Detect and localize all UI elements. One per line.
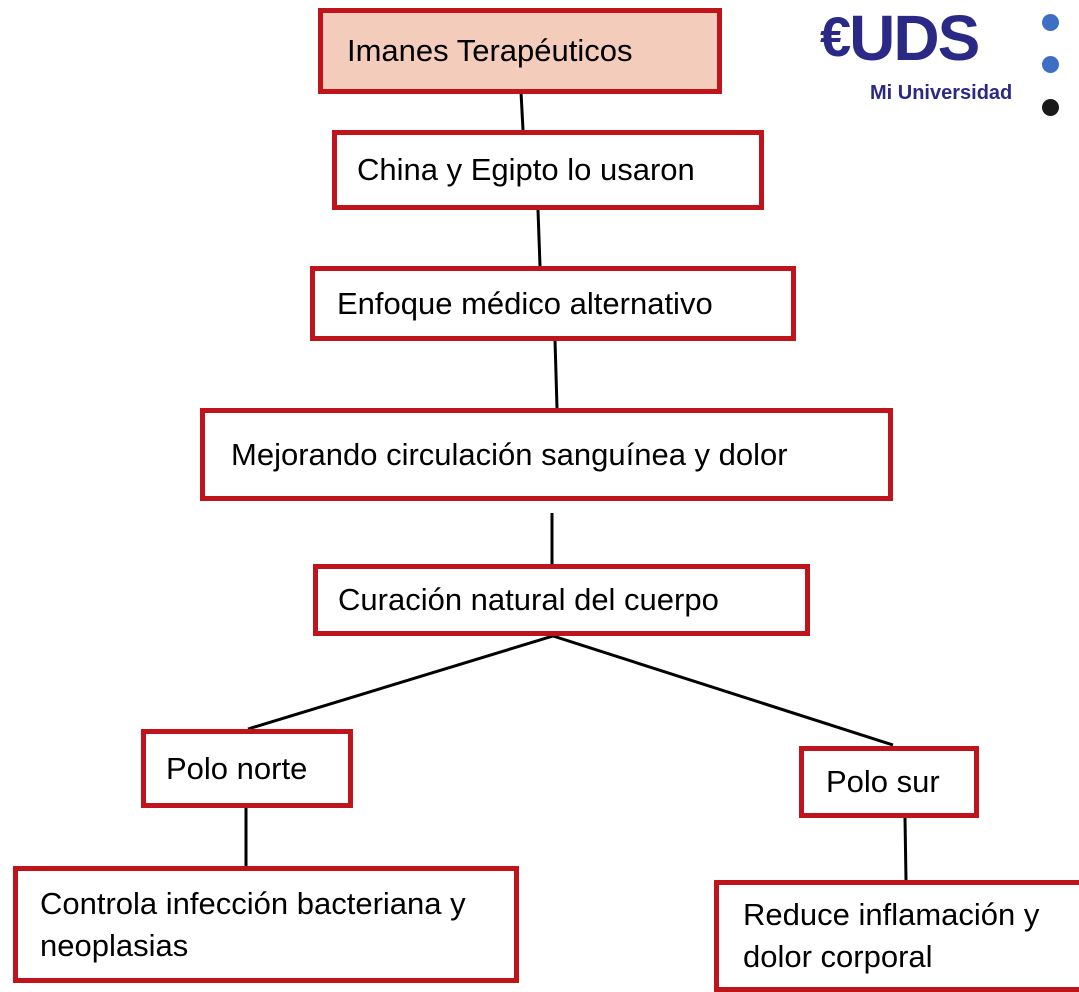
edge-title-n1 bbox=[519, 91, 525, 131]
node-china-egipto: China y Egipto lo usaron bbox=[332, 130, 764, 210]
logo-dot-bottom-icon bbox=[1042, 99, 1059, 116]
logo-dot-middle-icon bbox=[1042, 56, 1059, 73]
node-label: Curación natural del cuerpo bbox=[338, 582, 719, 618]
node-polo-sur-effect: Reduce inflamación y dolor corporal bbox=[714, 880, 1079, 992]
edge-n6-n8 bbox=[903, 817, 908, 881]
logo-mark-icon: € bbox=[820, 5, 851, 68]
node-label: Reduce inflamación y dolor corporal bbox=[743, 897, 1040, 974]
logo-tagline: Mi Universidad bbox=[870, 82, 1013, 104]
node-label: China y Egipto lo usaron bbox=[357, 152, 695, 188]
edge-n1-n2 bbox=[536, 209, 542, 267]
edge-n2-n3 bbox=[553, 339, 559, 409]
logo-wordmark: €UDS bbox=[820, 2, 980, 74]
node-polo-norte: Polo norte bbox=[141, 729, 353, 808]
node-label: Polo norte bbox=[166, 750, 308, 786]
title-node: Imanes Terapéuticos bbox=[318, 8, 722, 94]
node-label: Enfoque médico alternativo bbox=[337, 285, 713, 321]
node-curacion: Curación natural del cuerpo bbox=[313, 564, 810, 636]
node-label: Polo sur bbox=[826, 764, 940, 800]
node-enfoque-medico: Enfoque médico alternativo bbox=[310, 266, 796, 341]
edge-n4-n6 bbox=[552, 634, 894, 747]
logo-dot-top-icon bbox=[1042, 14, 1059, 31]
title-node-label: Imanes Terapéuticos bbox=[347, 33, 633, 69]
node-polo-sur: Polo sur bbox=[799, 746, 979, 818]
node-polo-norte-effect: Controla infección bacteriana y neoplasi… bbox=[13, 866, 519, 983]
edge-n4-n5 bbox=[247, 634, 554, 731]
node-label: Controla infección bacteriana y neoplasi… bbox=[40, 885, 466, 963]
node-label: Mejorando circulación sanguínea y dolor bbox=[231, 436, 788, 472]
node-circulacion: Mejorando circulación sanguínea y dolor bbox=[200, 408, 893, 501]
uds-logo: €UDS Mi Universidad bbox=[820, 6, 1070, 126]
